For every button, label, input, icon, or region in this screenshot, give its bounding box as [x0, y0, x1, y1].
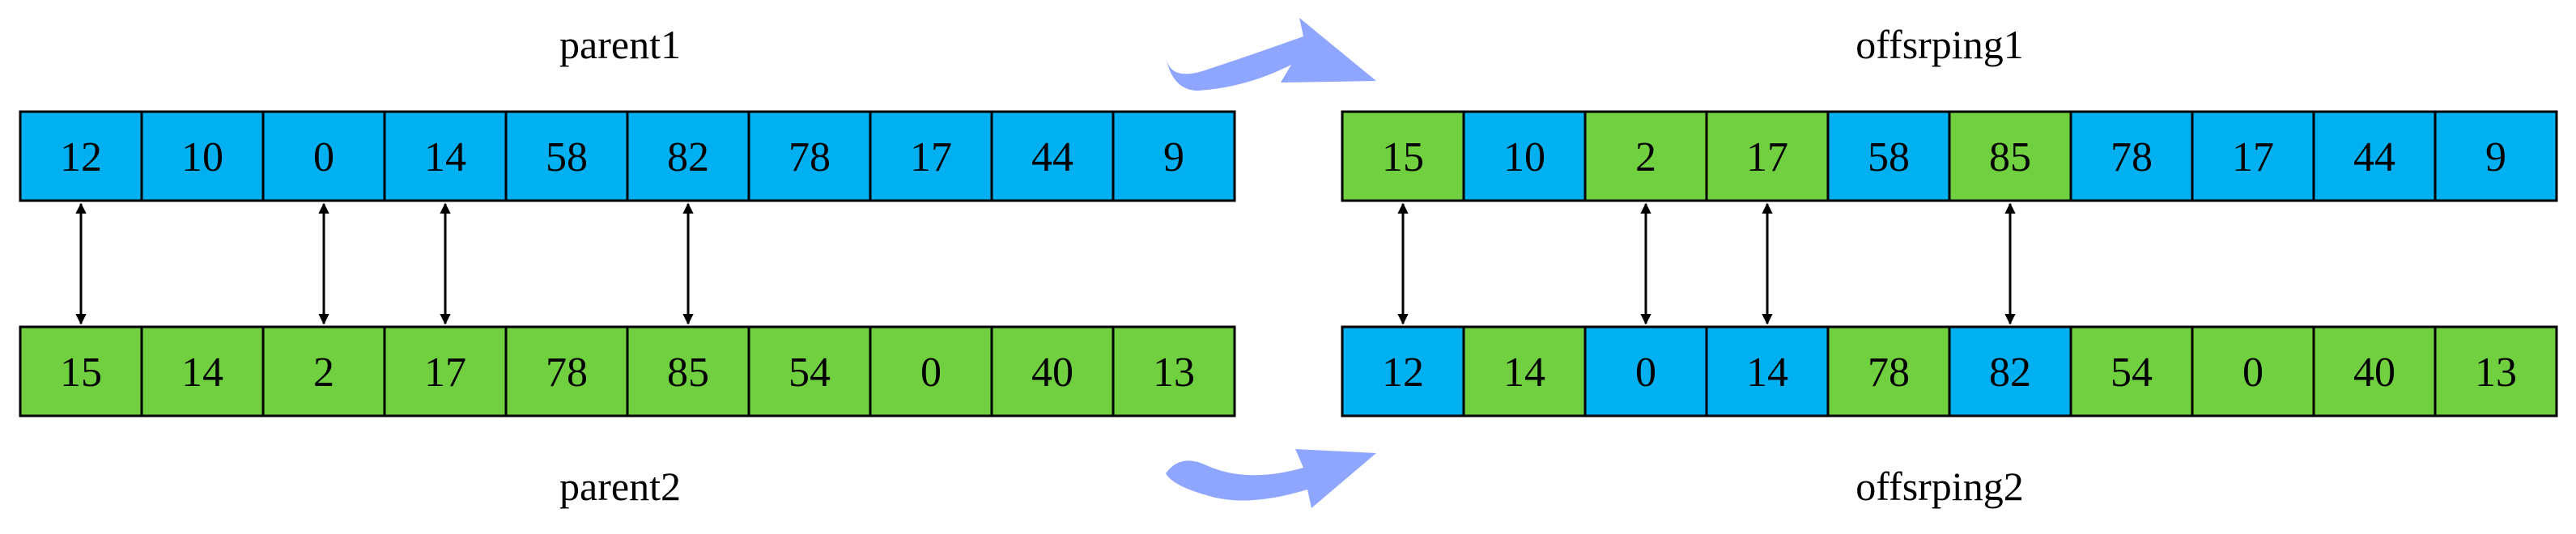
offspring2-cell-value: 54	[2111, 350, 2153, 396]
parent2-cell-7	[869, 325, 993, 417]
parent1-cell-5	[626, 110, 750, 202]
parent2-cell-value: 85	[667, 350, 709, 396]
parent1-cell-value: 58	[546, 134, 588, 180]
parent2-cell-3	[383, 325, 508, 417]
offspring1-cell-7	[2191, 110, 2315, 202]
parent1-cell-value: 82	[667, 134, 709, 180]
offspring2-cell-0	[1341, 325, 1465, 417]
offspring2-cell-value: 0	[2242, 350, 2264, 396]
offspring1-title: offsrping1	[1855, 22, 2023, 67]
parent1-cell-1	[140, 110, 265, 202]
offspring1-cell-value: 78	[2111, 134, 2153, 180]
offspring1-cell-1	[1462, 110, 1587, 202]
offspring2-cell-value: 40	[2353, 350, 2395, 396]
parent2-title: parent2	[559, 464, 681, 509]
offspring2-cell-value: 82	[1989, 350, 2031, 396]
parent2-cell-value: 17	[424, 350, 466, 396]
offspring1-cell-value: 17	[1746, 134, 1788, 180]
offspring1-cell-value: 85	[1989, 134, 2031, 180]
offspring2-cell-value: 0	[1635, 350, 1656, 396]
offspring1-cell-value: 44	[2353, 134, 2395, 180]
offspring2-cell-3	[1705, 325, 1830, 417]
offspring2-cell-6	[2069, 325, 2194, 417]
parent1-cell-value: 78	[789, 134, 831, 180]
parent1-cell-value: 0	[313, 134, 334, 180]
parent1-cell-value: 9	[1163, 134, 1184, 180]
parent1-cell-7	[869, 110, 993, 202]
parent2-cell-value: 78	[546, 350, 588, 396]
parent1-title: parent1	[559, 22, 681, 67]
parent2-cell-2	[261, 325, 386, 417]
offspring1-cell-value: 17	[2232, 134, 2274, 180]
parent1-cell-0	[19, 110, 143, 202]
offspring1-cell-8	[2312, 110, 2437, 202]
offspring1-cell-value: 9	[2485, 134, 2506, 180]
parent2-cell-6	[747, 325, 872, 417]
offspring2-cell-7	[2191, 325, 2315, 417]
parent1-cell-value: 10	[181, 134, 223, 180]
parent1-cell-6	[747, 110, 872, 202]
offspring1-cell-6	[2069, 110, 2194, 202]
parent1-cell-value: 44	[1031, 134, 1073, 180]
offspring1-cell-value: 2	[1635, 134, 1656, 180]
parent1-cell-8	[990, 110, 1115, 202]
parent1-cell-value: 14	[424, 134, 466, 180]
curved-arrow-top	[1166, 18, 1376, 91]
offspring1-cell-value: 58	[1868, 134, 1910, 180]
parent2-cell-value: 14	[181, 350, 223, 396]
offspring1-cell-4	[1826, 110, 1951, 202]
offspring1-cell-0	[1341, 110, 1465, 202]
offspring1-cell-value: 10	[1503, 134, 1545, 180]
offspring2-cell-8	[2312, 325, 2437, 417]
offspring2-cell-value: 14	[1503, 350, 1545, 396]
offspring2-cell-value: 14	[1746, 350, 1788, 396]
offspring1-array: 15 10 2 17 58 85 78 17 44 9	[1341, 110, 2558, 202]
parent2-cell-1	[140, 325, 265, 417]
offspring1-cell-value: 15	[1382, 134, 1424, 180]
curved-arrow-bottom	[1166, 449, 1376, 508]
offspring2-array: 12 14 0 14 78 82 54 0 40 13	[1341, 325, 2558, 417]
parent2-cell-value: 54	[789, 350, 831, 396]
parent2-cell-8	[990, 325, 1115, 417]
parent2-cell-9	[1112, 325, 1236, 417]
parent1-cell-4	[504, 110, 629, 202]
offspring2-cell-value: 13	[2475, 350, 2517, 396]
offspring2-cell-9	[2434, 325, 2558, 417]
parent2-cell-value: 40	[1031, 350, 1073, 396]
parent1-cell-value: 12	[60, 134, 102, 180]
offspring1-cell-2	[1583, 110, 1708, 202]
offspring1-cell-9	[2434, 110, 2558, 202]
parent2-array: 15 14 2 17 78 85 54 0 40 13	[19, 325, 1236, 417]
offspring2-cell-value: 12	[1382, 350, 1424, 396]
parent2-cell-5	[626, 325, 750, 417]
parent2-cell-value: 15	[60, 350, 102, 396]
parent1-cell-2	[261, 110, 386, 202]
parent1-array: 12 10 0 14 58 82 78 17 44 9	[19, 110, 1236, 202]
offspring2-cell-value: 78	[1868, 350, 1910, 396]
parent2-cell-value: 0	[920, 350, 942, 396]
parent2-cell-value: 13	[1153, 350, 1195, 396]
parent1-cell-9	[1112, 110, 1236, 202]
parent1-cell-value: 17	[910, 134, 952, 180]
parent2-cell-value: 2	[313, 350, 334, 396]
offspring2-cell-5	[1948, 325, 2072, 417]
offspring2-title: offsrping2	[1855, 464, 2023, 509]
offspring2-cell-4	[1826, 325, 1951, 417]
